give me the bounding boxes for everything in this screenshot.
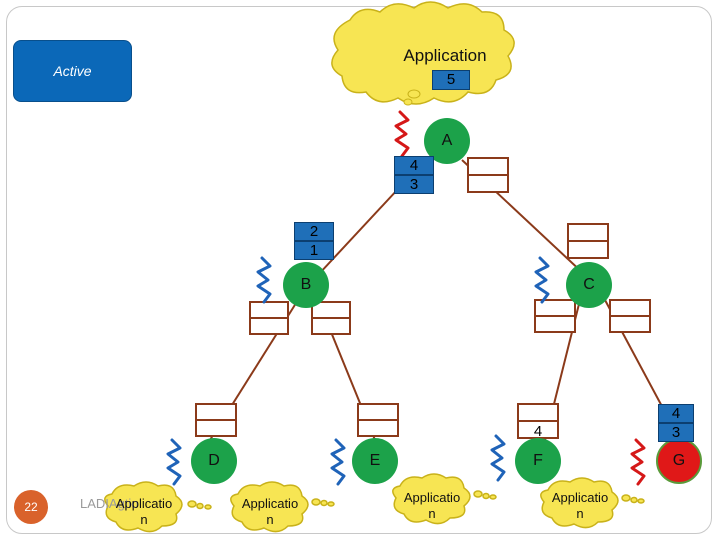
leaf-cloud-g-line2: n <box>576 506 584 521</box>
page-number: 22 <box>24 500 38 514</box>
squiggle-b <box>256 256 272 304</box>
leaf-cloud-f-line2: n <box>428 506 436 521</box>
node-c-label: C <box>583 276 595 293</box>
node-f: F <box>515 438 561 484</box>
leaf-cloud-d <box>104 481 212 533</box>
leaf-cloud-d-line2: n <box>140 512 148 527</box>
node-b-label: B <box>300 276 312 293</box>
leaf-cloud-e <box>230 481 335 533</box>
node-e: E <box>352 438 398 484</box>
leaf-cloud-g-line1: Applicatio <box>551 490 609 505</box>
squiggle-a <box>394 110 410 158</box>
leaf-clouds <box>104 473 645 533</box>
squiggle-d <box>166 438 182 486</box>
node-e-label: E <box>369 452 381 469</box>
leaf-cloud-d-line1: Applicatio <box>115 496 173 511</box>
leaf-cloud-e-label: Applicatio n <box>230 496 310 528</box>
leaf-cloud-e-line2: n <box>266 512 274 527</box>
squiggles <box>166 110 646 486</box>
squiggle-f <box>490 434 506 482</box>
counter-g-top: 4 <box>658 404 694 423</box>
node-d-label: D <box>208 452 220 469</box>
counter-stack-g: 4 3 <box>658 404 694 442</box>
counter-b-top: 2 <box>294 222 334 241</box>
node-g-label: G <box>672 452 686 469</box>
slot-box-f-top <box>517 403 559 439</box>
application-count: 5 <box>432 70 470 90</box>
leaf-cloud-g <box>540 477 645 529</box>
leaf-cloud-g-label: Applicatio n <box>540 490 620 522</box>
counter-a-top: 4 <box>394 156 434 175</box>
squiggle-g <box>630 438 646 486</box>
node-b: B <box>283 262 329 308</box>
node-g: G <box>656 438 702 484</box>
leaf-cloud-d-label: Applicatio n <box>104 496 184 528</box>
node-d: D <box>191 438 237 484</box>
counter-stack-f: 4 <box>518 423 558 442</box>
application-title: Application <box>403 46 487 65</box>
counter-stack-a: 4 3 <box>394 156 434 194</box>
leaf-cloud-f <box>392 473 497 525</box>
counter-b-bottom: 1 <box>294 241 334 260</box>
counter-g-bottom: 3 <box>658 423 694 442</box>
slot-box-e-top <box>357 403 399 437</box>
active-box: Active <box>13 40 132 102</box>
squiggle-c <box>534 256 550 304</box>
node-c: C <box>566 262 612 308</box>
faded-overlay-text: LADIAgtio <box>80 496 139 511</box>
slot-box-c-left <box>534 299 576 333</box>
slot-box-c-top <box>567 223 609 259</box>
leaf-cloud-f-label: Applicatio n <box>392 490 472 522</box>
slot-box-b-right <box>311 301 351 335</box>
slide-frame <box>6 6 712 534</box>
slot-box-b-left <box>249 301 289 335</box>
node-f-label: F <box>533 452 543 469</box>
counter-a-bottom: 3 <box>394 175 434 194</box>
squiggle-e <box>330 438 346 486</box>
slot-box-a-right <box>467 157 509 193</box>
slot-box-d-top <box>195 403 237 437</box>
leaf-cloud-f-line1: Applicatio <box>403 490 461 505</box>
active-label: Active <box>53 63 92 79</box>
slot-box-c-right <box>609 299 651 333</box>
slot-boxes <box>195 157 651 439</box>
counter-f: 4 <box>533 423 543 440</box>
leaf-cloud-e-line1: Applicatio <box>241 496 299 511</box>
counter-stack-b: 2 1 <box>294 222 334 260</box>
page-number-badge: 22 <box>14 490 48 524</box>
node-a-label: A <box>441 132 453 149</box>
